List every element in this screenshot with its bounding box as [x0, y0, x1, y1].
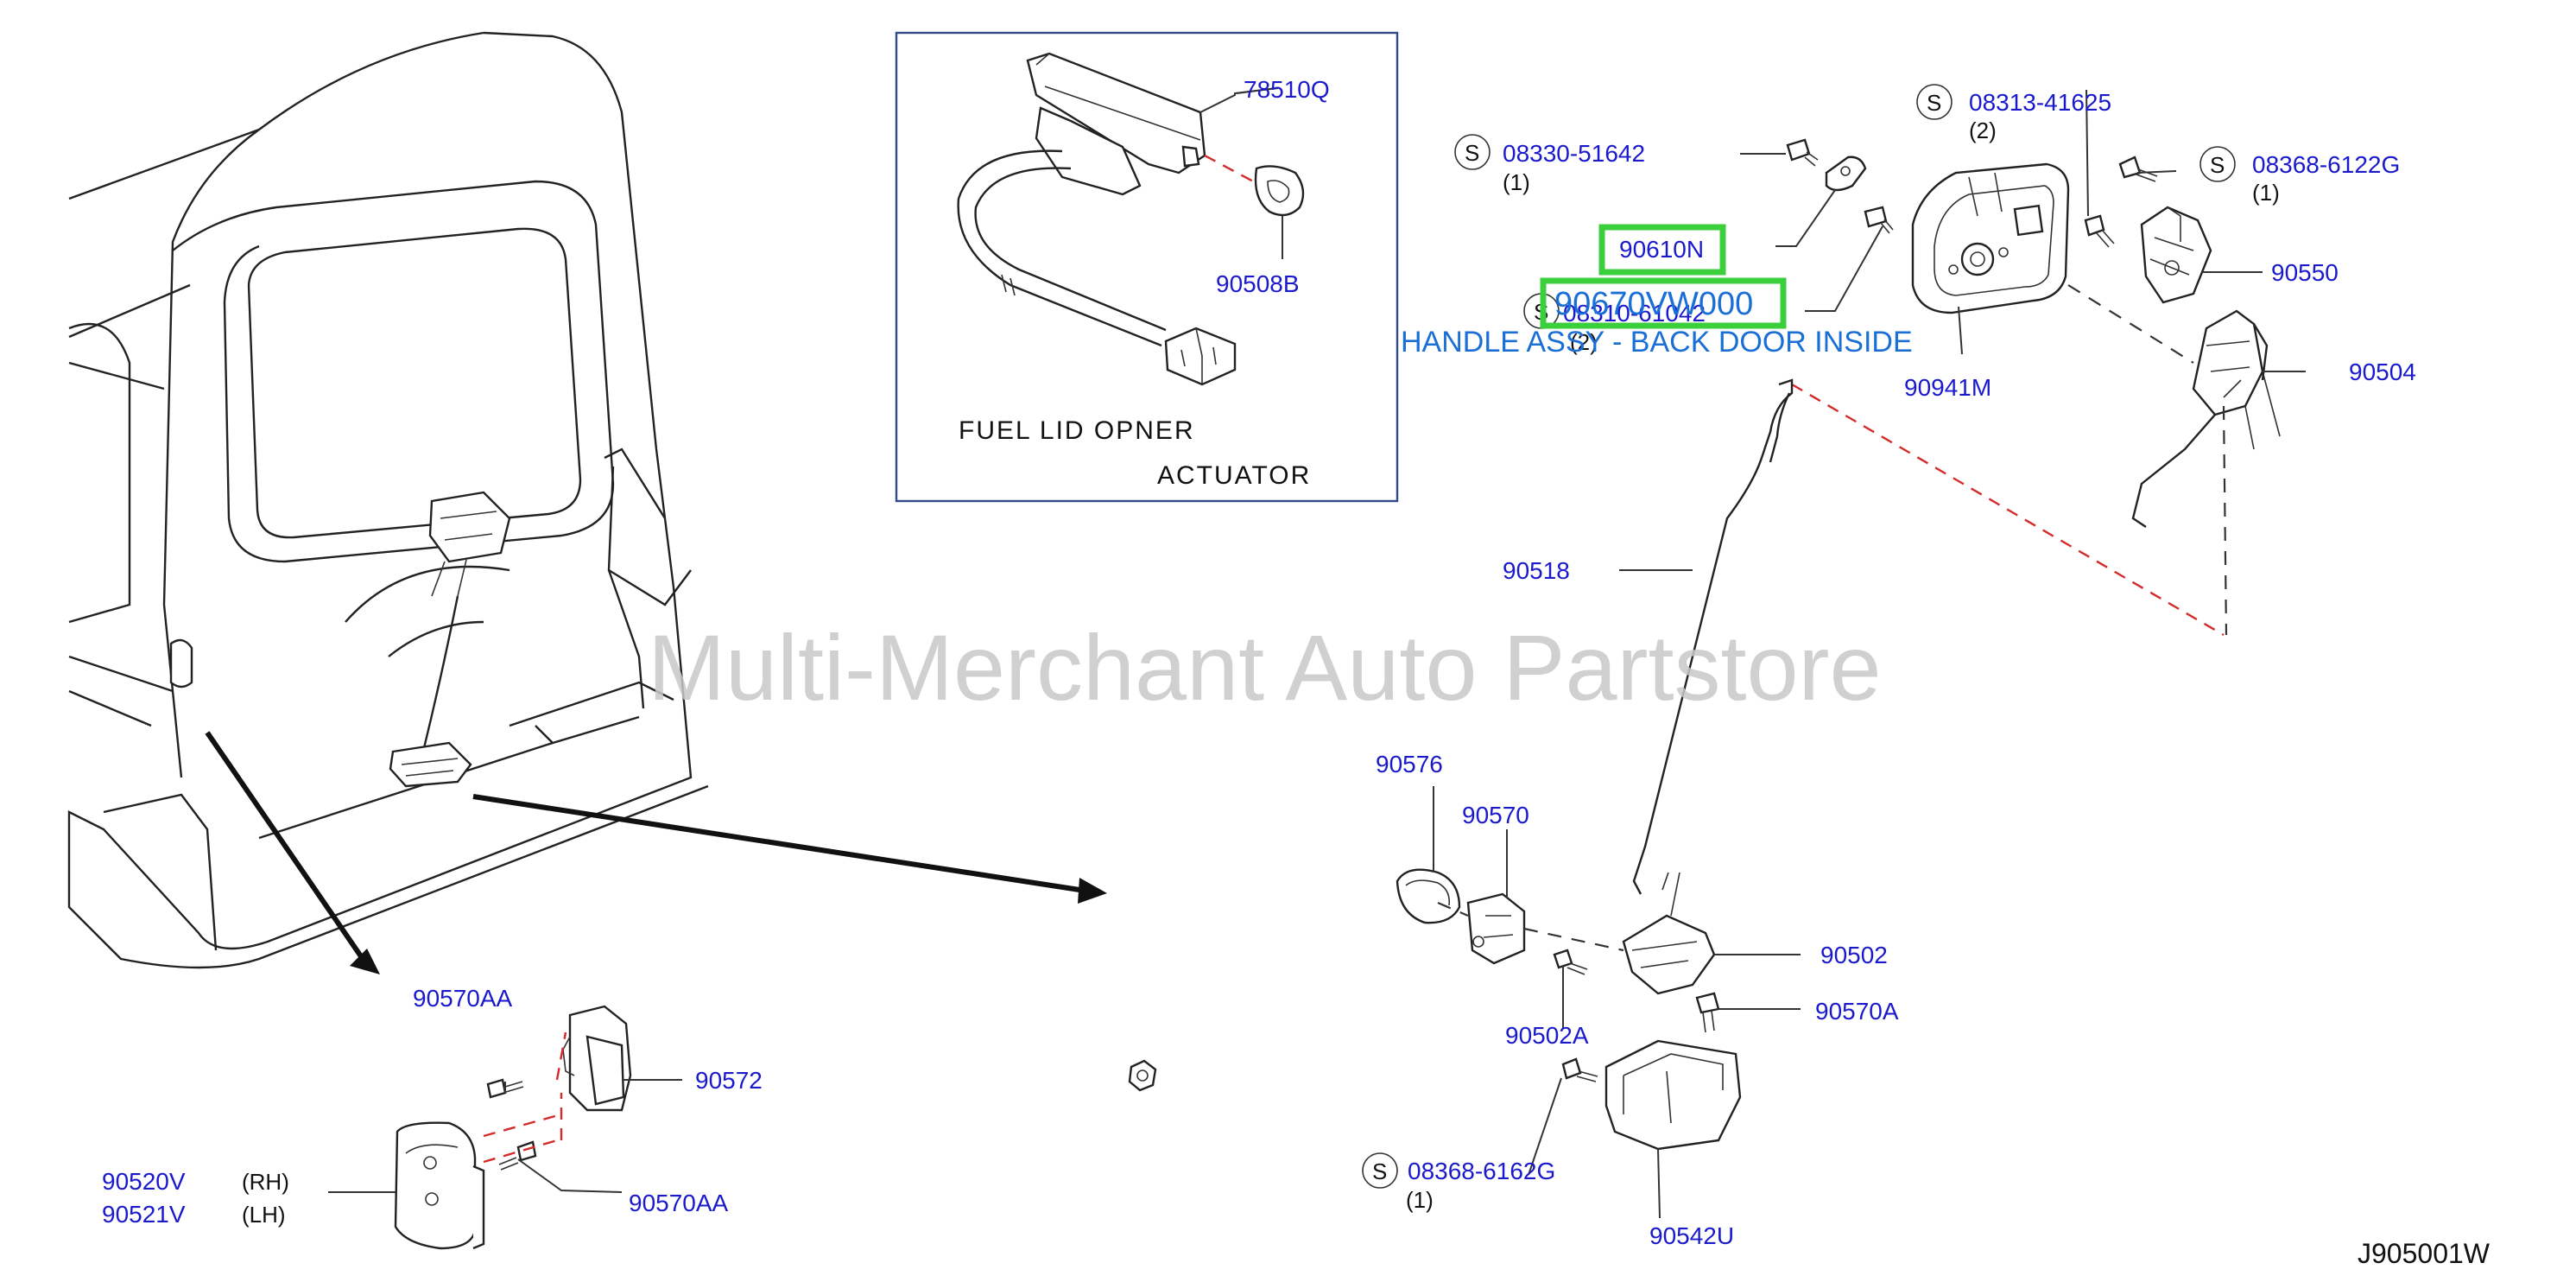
label-90570AA-top[interactable]: 90570AA	[413, 985, 513, 1012]
striker-detail	[394, 1005, 632, 1250]
label-08313-41625[interactable]: 08313-41625	[1969, 89, 2111, 116]
s-marker-2	[1916, 84, 1953, 120]
s-mark-5: S	[1372, 1158, 1387, 1184]
detail-arrows	[205, 731, 1107, 974]
label-08368-6162G[interactable]: 08368-6162G	[1408, 1158, 1555, 1184]
label-90521V[interactable]: 90521V	[102, 1201, 186, 1228]
inset-caption-line2: ACTUATOR	[1157, 461, 1311, 490]
label-90570AA-bottom[interactable]: 90570AA	[629, 1190, 729, 1216]
label-90508B[interactable]: 90508B	[1216, 270, 1300, 297]
label-90941M[interactable]: 90941M	[1904, 374, 1991, 401]
label-90570[interactable]: 90570	[1462, 802, 1529, 828]
s-marker-3	[2199, 146, 2236, 182]
vehicle-rear-illustration	[67, 31, 709, 969]
qty-08368b: (1)	[1406, 1187, 1434, 1213]
label-90518[interactable]: 90518	[1503, 557, 1570, 584]
watermark: Multi-Merchant Auto Partstore	[648, 615, 1882, 720]
qty-08313: (2)	[1969, 117, 1997, 143]
side-rh: (RH)	[242, 1169, 289, 1195]
qty-08330: (1)	[1503, 169, 1530, 195]
leader-lines	[328, 87, 2306, 1219]
s-mark-1: S	[1465, 140, 1479, 166]
s-marker-5	[1362, 1152, 1398, 1189]
label-90576[interactable]: 90576	[1376, 751, 1443, 777]
label-90550[interactable]: 90550	[2271, 259, 2339, 286]
diagram-code: J905001W	[2358, 1238, 2491, 1269]
nut	[1128, 1059, 1157, 1092]
highlight-box-90610N	[1598, 224, 1726, 276]
side-lh: (LH)	[242, 1202, 286, 1228]
label-90542U[interactable]: 90542U	[1649, 1222, 1734, 1249]
s-mark-3: S	[2210, 152, 2225, 178]
highlight-description: HANDLE ASSY - BACK DOOR INSIDE	[1401, 326, 1913, 359]
label-90502A[interactable]: 90502A	[1505, 1022, 1589, 1049]
label-78510Q[interactable]: 78510Q	[1244, 76, 1330, 103]
label-08330-51642[interactable]: 08330-51642	[1503, 140, 1645, 167]
label-90570A[interactable]: 90570A	[1815, 998, 1899, 1025]
qty-08368a: (1)	[2252, 180, 2280, 206]
s-marker-1	[1454, 134, 1491, 170]
highlight-part-number[interactable]: 90670VW000	[1554, 286, 1753, 322]
fuel-lid-actuator-inset	[895, 31, 1399, 503]
highlight-box-90670VW000	[1540, 277, 1787, 329]
label-90520V[interactable]: 90520V	[102, 1168, 186, 1195]
label-08310-61042[interactable]: 08310-61042	[1563, 300, 1706, 327]
part-labels: 78510Q 90508B FUEL LID OPNER ACTUATOR 08…	[102, 76, 2491, 1269]
label-08368-6122G[interactable]: 08368-6122G	[2252, 151, 2400, 178]
label-90504[interactable]: 90504	[2349, 359, 2416, 385]
s-mark-2: S	[1927, 90, 1941, 116]
label-90502[interactable]: 90502	[1820, 942, 1888, 968]
inset-caption-line1: FUEL LID OPNER	[959, 416, 1195, 445]
label-90572[interactable]: 90572	[695, 1067, 763, 1094]
qty-08310: (2)	[1570, 329, 1598, 355]
label-90610N[interactable]: 90610N	[1619, 236, 1704, 263]
